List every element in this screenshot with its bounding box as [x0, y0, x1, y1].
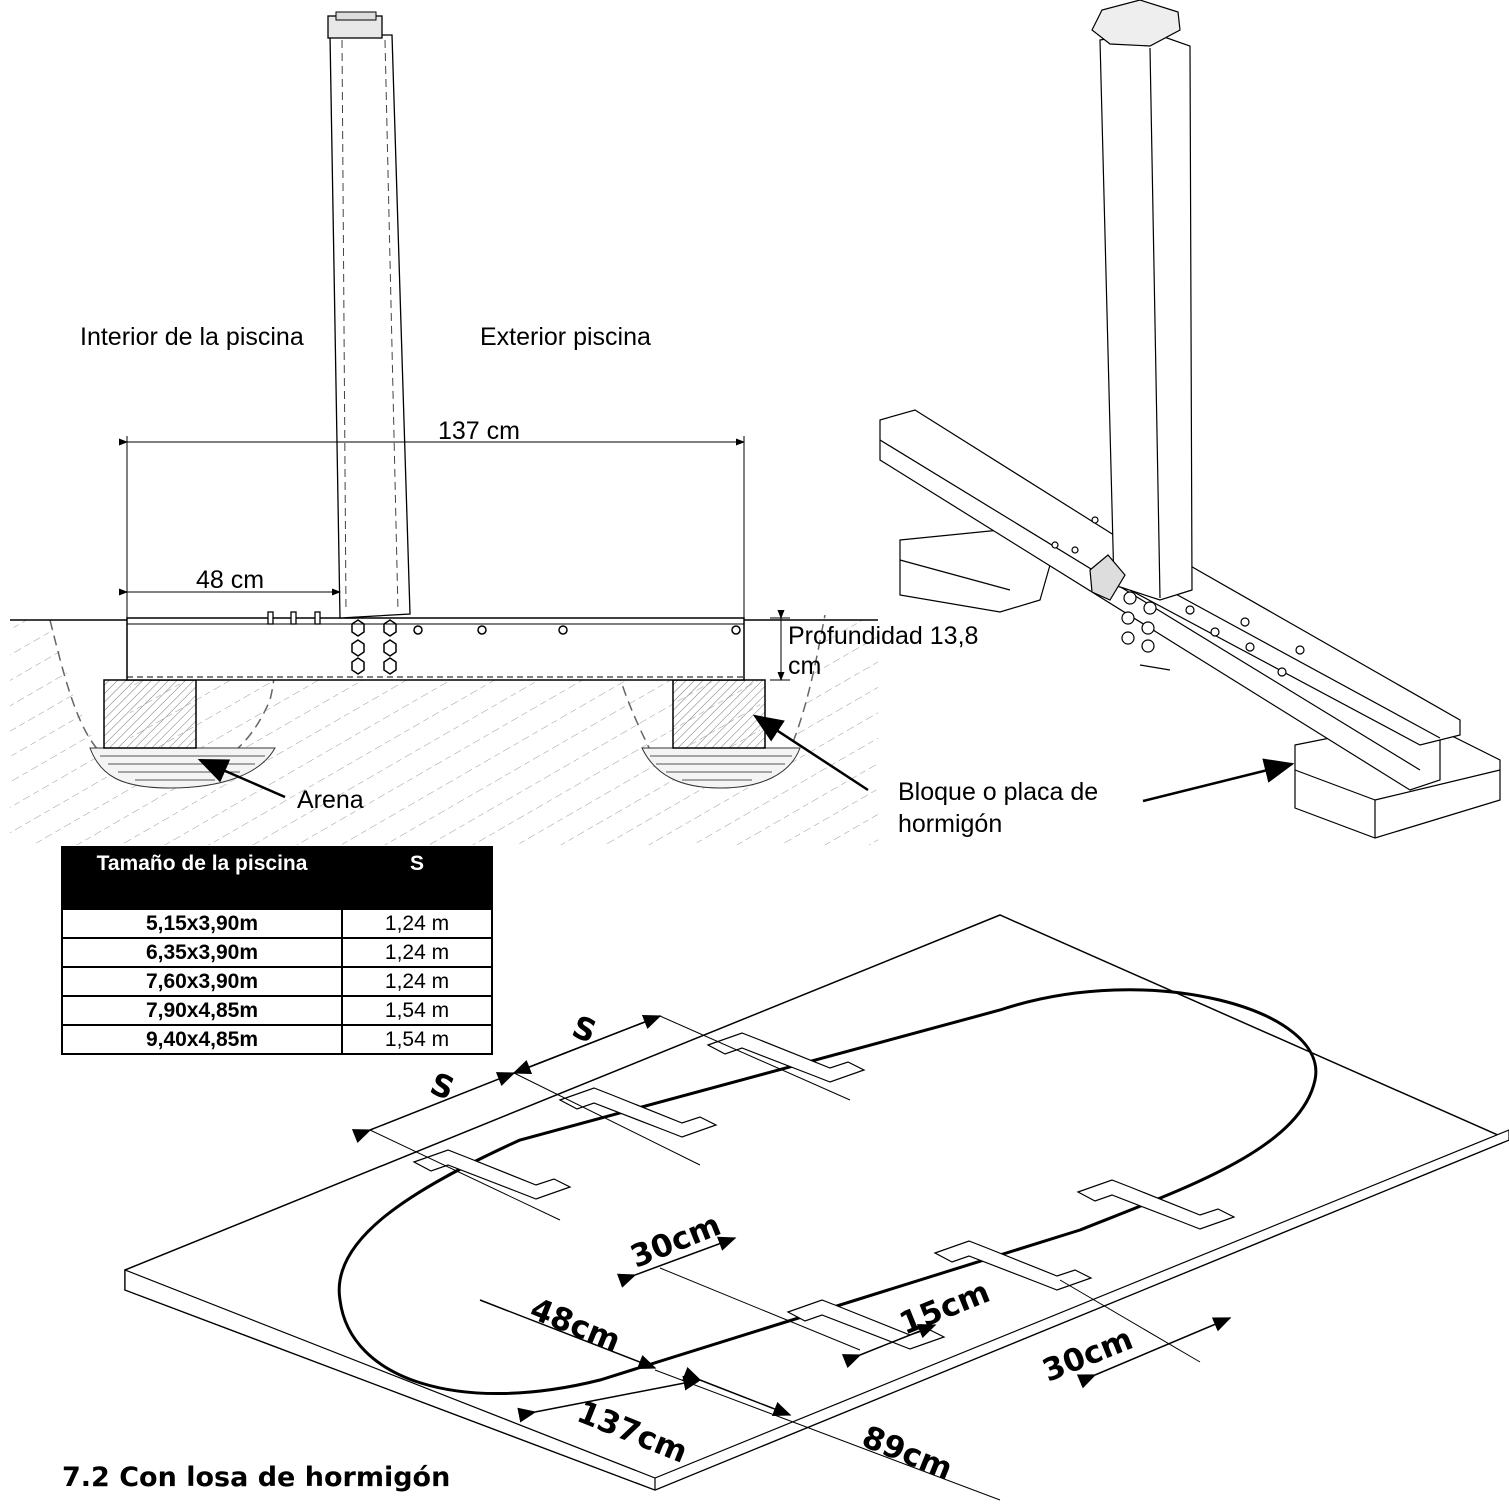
cell-size: 7,60x3,90m — [61, 966, 343, 997]
cell-size: 9,40x4,85m — [61, 1024, 343, 1055]
table-header-row: Tamaño de la piscina S — [61, 846, 493, 910]
dim-89 — [681, 1367, 792, 1417]
label-dim-30-b: 30cm — [1038, 1321, 1138, 1390]
iso-bracket — [1089, 554, 1126, 601]
beam-bolts — [351, 619, 741, 675]
label-block-line2: hormigón — [898, 810, 1002, 838]
label-depth-line2: cm — [788, 652, 821, 680]
dim-30-b — [1076, 1317, 1232, 1389]
dim-post-label: 48 cm — [196, 566, 264, 594]
cell-size: 6,35x3,90m — [61, 937, 343, 968]
concrete-block-left — [103, 679, 197, 749]
table-row: 5,15x3,90m 1,24 m — [61, 908, 493, 939]
cell-s: 1,24 m — [341, 908, 493, 939]
iso-bolts — [1051, 516, 1305, 677]
block-pointer-side — [752, 714, 869, 792]
header-pool-size: Tamaño de la piscina — [61, 846, 343, 910]
label-s-2: S — [425, 1066, 459, 1108]
section-heading: 7.2 Con losa de hormigón — [62, 1462, 451, 1493]
label-s-1: S — [567, 1009, 601, 1051]
pool-size-table-wrap: Tamaño de la piscina S 5,15x3,90m 1,24 m… — [61, 846, 493, 1055]
cell-s: 1,24 m — [341, 966, 493, 997]
label-sand: Arena — [297, 786, 364, 814]
label-pool-interior: Interior de la piscina — [80, 323, 304, 351]
concrete-block-right — [672, 679, 766, 749]
cell-size: 7,90x4,85m — [61, 995, 343, 1026]
label-pool-exterior: Exterior piscina — [480, 323, 651, 351]
label-block-line1: Bloque o placa de — [898, 778, 1098, 806]
pool-size-table: Tamaño de la piscina S 5,15x3,90m 1,24 m… — [61, 846, 493, 1055]
dim-15 — [841, 1324, 937, 1369]
cell-s: 1,54 m — [341, 995, 493, 1026]
dim-137 — [517, 1375, 702, 1423]
pool-outline — [337, 988, 1318, 1396]
iso-post — [1099, 31, 1193, 601]
ground-section — [10, 620, 878, 845]
upright-post — [329, 34, 411, 619]
iso-view — [879, 0, 1501, 839]
table-row: 9,40x4,85m 1,54 m — [61, 1024, 493, 1055]
sand-pointer — [197, 758, 286, 799]
table-row: 7,90x4,85m 1,54 m — [61, 995, 493, 1026]
label-dim-89: 89cm — [857, 1419, 957, 1488]
table-row: 7,60x3,90m 1,24 m — [61, 966, 493, 997]
sand-right — [641, 747, 801, 789]
header-s: S — [341, 846, 493, 910]
iso-post-cap — [1091, 0, 1181, 47]
cell-s: 1,54 m — [341, 1024, 493, 1055]
support-beam — [126, 617, 745, 681]
dim-30-a — [616, 1236, 737, 1288]
dim-48 — [479, 1299, 657, 1370]
side-view: Interior de la piscina Exterior piscina … — [10, 11, 978, 845]
dim-s-2 — [351, 1072, 516, 1144]
dim-total-label: 137 cm — [438, 417, 520, 445]
block-pointer-iso — [1142, 758, 1295, 803]
cell-s: 1,24 m — [341, 937, 493, 968]
table-row: 6,35x3,90m 1,24 m — [61, 937, 493, 968]
cell-size: 5,15x3,90m — [61, 908, 343, 939]
sand-lines-right — [650, 755, 792, 781]
label-depth-line1: Profundidad 13,8 — [788, 622, 978, 650]
